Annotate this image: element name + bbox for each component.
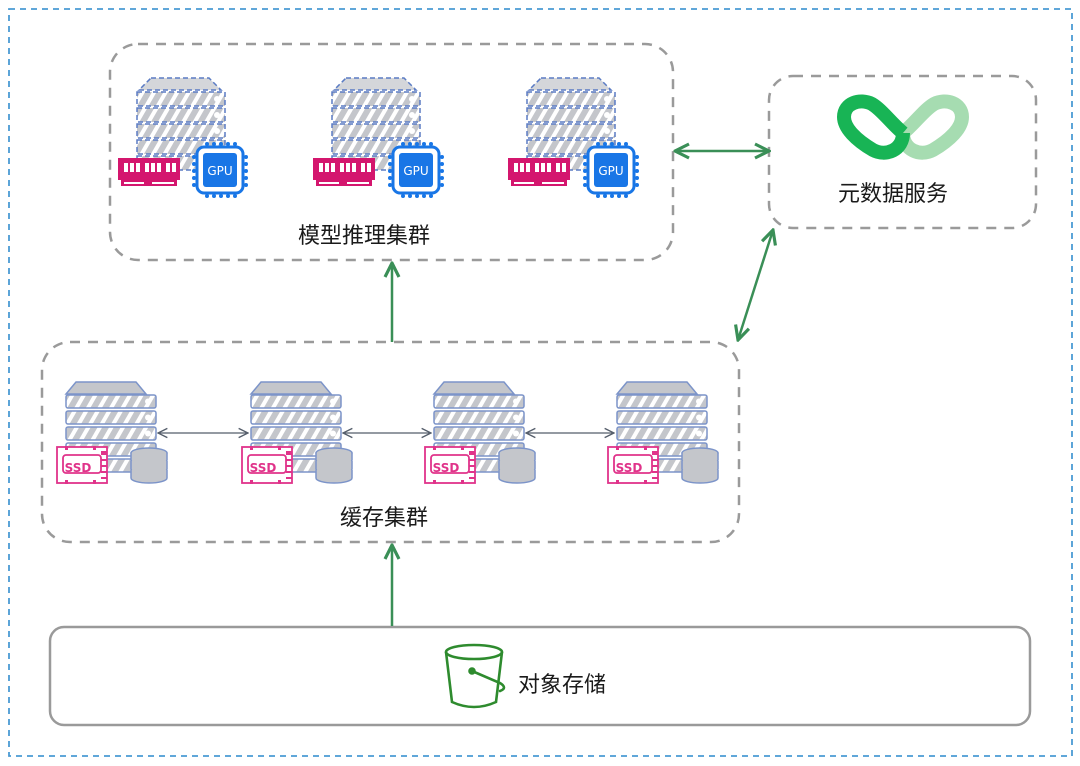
svg-text:GPU: GPU [403,164,428,178]
infinity-logo-icon [836,94,970,160]
cache-server-2[interactable]: SSD [241,381,353,485]
svg-text:SSD: SSD [433,461,460,475]
memory-icon [118,158,180,186]
bucket-icon [444,643,506,709]
object-storage-label: 对象存储 [518,673,607,698]
memory-icon [313,158,375,186]
svg-text:SSD: SSD [250,461,277,475]
inference-cluster-label: 模型推理集群 [298,224,431,249]
cache-server-1[interactable]: SSD [56,381,168,485]
inference-server-3[interactable]: GPU [508,77,641,200]
cache-server-4[interactable]: SSD [607,381,719,485]
svg-text:GPU: GPU [207,164,232,178]
svg-text:SSD: SSD [65,461,92,475]
memory-icon [508,158,570,186]
database-icon [498,447,536,484]
inference-server-2[interactable]: GPU [313,77,446,200]
inference-server-1[interactable]: GPU [118,77,250,200]
database-icon [681,447,719,484]
outer-frame [8,8,1073,757]
database-icon [315,447,353,484]
inference-cluster-group[interactable] [108,42,675,262]
object-storage-box[interactable] [48,625,1032,727]
database-icon [130,447,168,484]
cache-cluster-group[interactable] [40,340,741,544]
svg-text:SSD: SSD [616,461,643,475]
metadata-service-label: 元数据服务 [838,182,949,207]
cache-cluster-label: 缓存集群 [340,506,429,531]
cache-server-3[interactable]: SSD [424,381,536,485]
svg-text:GPU: GPU [598,164,623,178]
arrow-cache-metadata [738,230,773,340]
